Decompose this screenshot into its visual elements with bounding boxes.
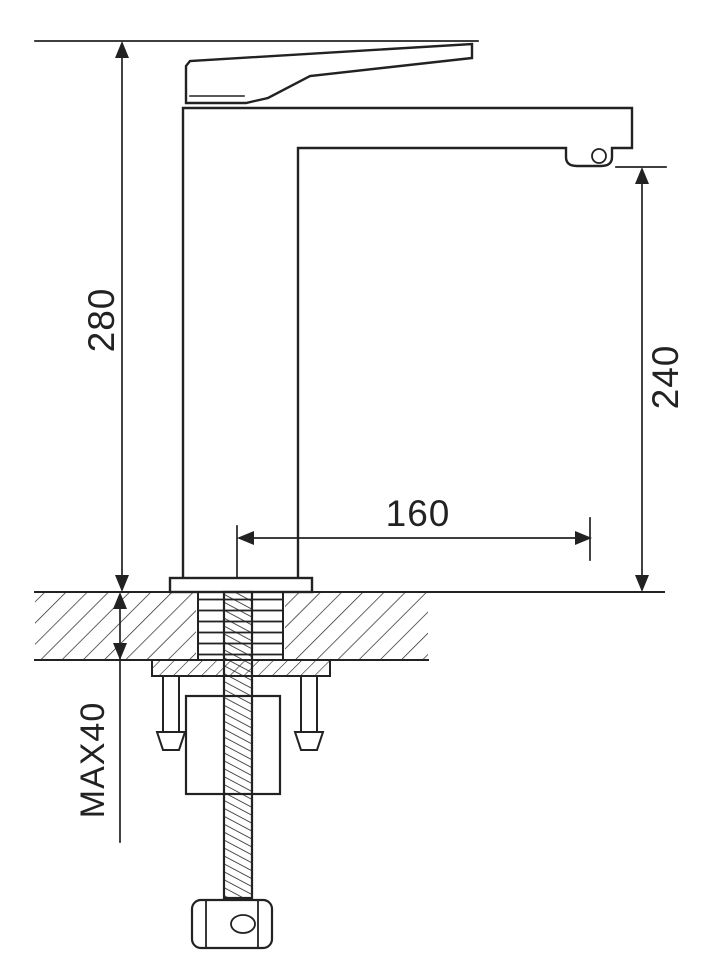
countertop-hatch-right: [285, 592, 428, 660]
under-counter-assembly: [151, 590, 331, 950]
dimension-arrow-up: [635, 167, 649, 184]
faucet-outline: [168, 42, 634, 594]
dimension-max-thickness: MAX40: [74, 592, 127, 843]
dimension-outlet-height-label: 240: [645, 345, 686, 410]
faucet-base-flange: [168, 576, 314, 594]
dimension-arrow-up: [113, 592, 127, 609]
fixing-bolt-right-head: [293, 731, 325, 751]
fixing-bolt-right-shaft: [300, 675, 318, 733]
dimension-arrow-down: [635, 575, 649, 592]
countertop-hatch-left: [35, 592, 196, 660]
connector-nut: [190, 898, 274, 950]
dimension-spout-reach-label: 160: [386, 493, 451, 534]
dimension-arrow-left: [237, 531, 254, 545]
aerator-circle: [591, 148, 607, 164]
threaded-rod: [222, 590, 254, 900]
fixing-bolt-left-shaft: [162, 675, 180, 733]
dimension-spout-reach: 160: [236, 493, 592, 579]
dimension-overall-height-label: 280: [81, 288, 122, 353]
dimension-outlet-height: 240: [615, 166, 686, 592]
dimension-arrow-down: [115, 575, 129, 592]
faucet-handle: [184, 42, 474, 105]
faucet-body-and-spout: [181, 106, 634, 580]
dimension-max-thickness-label: MAX40: [74, 702, 112, 819]
countertop: [34, 591, 665, 661]
dimension-overall-height: 280: [34, 40, 479, 592]
connector-nut-detail: [230, 914, 256, 934]
dimension-arrow-right: [575, 531, 592, 545]
dimension-arrow-down: [113, 643, 127, 660]
dimension-arrow-up: [115, 41, 129, 58]
fixing-bolt-left-head: [155, 731, 187, 751]
